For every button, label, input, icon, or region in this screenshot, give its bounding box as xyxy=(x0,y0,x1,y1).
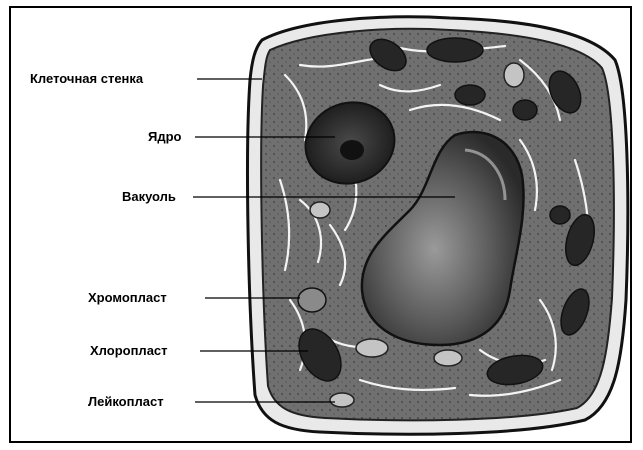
label-cell-wall: Клеточная стенка xyxy=(30,71,143,86)
label-nucleus: Ядро xyxy=(148,129,181,144)
label-leucoplast: Лейкопласт xyxy=(88,394,164,409)
label-chromoplast: Хромопласт xyxy=(88,290,167,305)
nucleolus xyxy=(340,140,364,160)
label-vacuole: Вакуоль xyxy=(122,189,176,204)
label-chloroplast: Хлоропласт xyxy=(90,343,168,358)
chromoplast xyxy=(298,288,326,312)
